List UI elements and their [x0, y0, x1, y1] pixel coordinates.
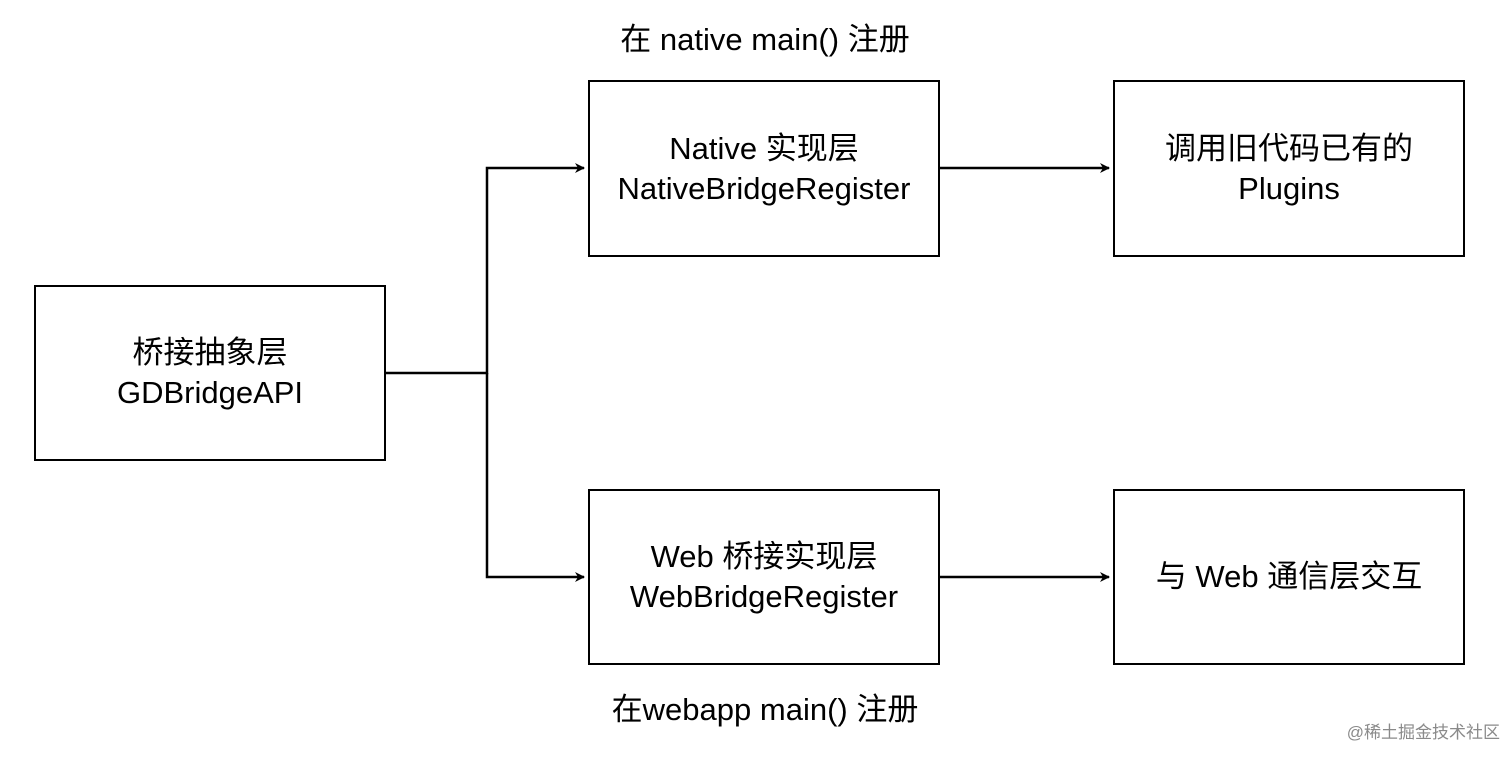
node-bridge-abstraction-line2: GDBridgeAPI [116, 375, 304, 410]
node-bridge-abstraction: 桥接抽象层 GDBridgeAPI [34, 285, 386, 461]
node-web-implementation-line2: WebBridgeRegister [629, 579, 899, 614]
node-legacy-plugins-line2: Plugins [1238, 170, 1340, 206]
node-web-communication-line1: 与 Web 通信层交互 [1155, 559, 1423, 594]
edge-abstraction-to-native [386, 163, 585, 375]
node-legacy-plugins: 调用旧代码已有的 Plugins [1113, 80, 1465, 257]
watermark: @稀土掘金技术社区 [1346, 723, 1500, 742]
node-native-implementation: Native 实现层 NativeBridgeRegister [588, 80, 940, 257]
caption-native-register: 在 native main() 注册 [620, 22, 910, 57]
node-web-implementation: Web 桥接实现层 WebBridgeRegister [588, 489, 940, 665]
node-web-implementation-line1: Web 桥接实现层 [650, 539, 878, 574]
node-native-implementation-line1: Native 实现层 [669, 130, 859, 166]
edge-abstraction-to-web [485, 373, 585, 582]
caption-webapp-register: 在webapp main() 注册 [611, 692, 919, 727]
node-legacy-plugins-line1: 调用旧代码已有的 [1165, 130, 1413, 166]
node-bridge-abstraction-line1: 桥接抽象层 [132, 335, 288, 370]
node-web-communication: 与 Web 通信层交互 [1113, 489, 1465, 665]
node-native-implementation-line2: NativeBridgeRegister [617, 170, 911, 206]
